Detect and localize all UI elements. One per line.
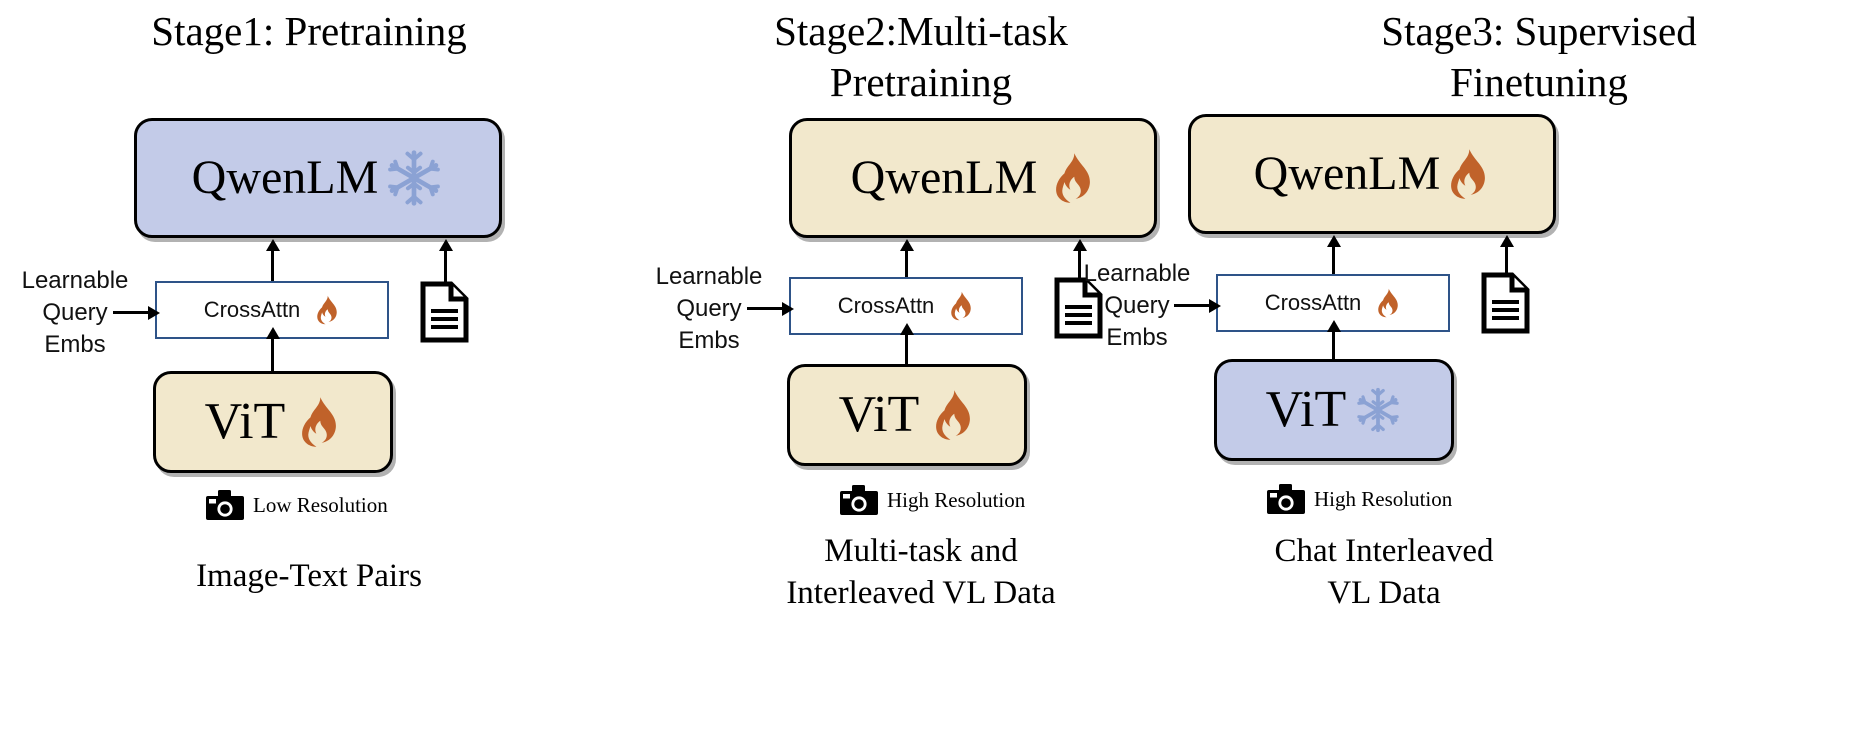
arrow-text-to-lm xyxy=(1078,250,1081,288)
snowflake-icon xyxy=(1354,386,1402,434)
flame-icon xyxy=(297,396,341,448)
arrow-query-to-crossattn xyxy=(1174,304,1210,307)
resolution-row: High Resolution xyxy=(1267,484,1452,514)
flame-icon xyxy=(314,295,340,325)
qwenlm-label: QwenLM xyxy=(850,151,1038,204)
arrow-vit-to-crossattn xyxy=(905,334,908,368)
query-line-3: Embs xyxy=(1106,324,1168,351)
vit-label: ViT xyxy=(1265,381,1347,438)
crossattn-block[interactable]: CrossAttn xyxy=(1216,274,1450,332)
stage-title-line: Stage1: Pretraining xyxy=(151,8,467,54)
vit-label: ViT xyxy=(838,386,920,443)
stage-2: Stage2:Multi-task Pretraining QwenLM Cro… xyxy=(612,0,1230,738)
stage-title: Stage3: Supervised Finetuning xyxy=(1230,6,1848,108)
arrow-query-to-crossattn xyxy=(747,307,783,310)
arrow-crossattn-to-lm xyxy=(271,250,274,294)
resolution-row: High Resolution xyxy=(840,485,1025,515)
learnable-query-embs: Learnable Query Embs xyxy=(1062,258,1212,354)
query-line-3: Embs xyxy=(44,331,106,358)
query-line-2: Query xyxy=(42,299,108,326)
vit-block[interactable]: ViT xyxy=(153,371,393,473)
data-caption-line: Chat Interleaved xyxy=(1274,533,1494,569)
arrow-vit-to-crossattn xyxy=(1332,331,1335,363)
query-line-1: Learnable xyxy=(1083,260,1191,287)
data-caption: Chat Interleaved VL Data xyxy=(1075,530,1693,614)
learnable-query-embs: Learnable Query Embs xyxy=(634,261,784,357)
query-line-1: Learnable xyxy=(655,263,763,290)
camera-icon xyxy=(206,490,244,520)
camera-icon xyxy=(840,485,878,515)
data-caption: Multi-task and Interleaved VL Data xyxy=(612,530,1230,614)
document-icon xyxy=(1054,277,1104,344)
resolution-label: Low Resolution xyxy=(253,492,388,517)
flame-icon xyxy=(1051,152,1095,204)
arrow-query-to-crossattn xyxy=(113,311,149,314)
arrow-crossattn-to-lm xyxy=(1332,246,1335,282)
resolution-label: High Resolution xyxy=(1314,486,1453,511)
data-caption-line: Interleaved VL Data xyxy=(786,575,1056,611)
qwenlm-block[interactable]: QwenLM xyxy=(1188,114,1556,234)
qwenlm-block[interactable]: QwenLM xyxy=(134,118,502,238)
flame-icon xyxy=(1375,288,1401,318)
snowflake-icon xyxy=(384,148,444,208)
stage-title: Stage1: Pretraining xyxy=(0,6,618,57)
stage-3: Stage3: Supervised Finetuning QwenLM Cro… xyxy=(1084,0,1848,738)
document-icon xyxy=(420,281,470,348)
flame-icon xyxy=(931,389,975,441)
query-line-1: Learnable xyxy=(21,267,129,294)
query-line-2: Query xyxy=(1104,292,1170,319)
flame-icon xyxy=(1446,148,1490,200)
stage-1: Stage1: Pretraining QwenLM xyxy=(0,0,618,738)
stage-title-line: Stage3: Supervised xyxy=(1381,8,1697,54)
crossattn-label: CrossAttn xyxy=(837,293,935,318)
qwenlm-block[interactable]: QwenLM xyxy=(789,118,1157,238)
learnable-query-embs: Learnable Query Embs xyxy=(0,265,150,361)
arrow-text-to-lm xyxy=(1505,246,1508,282)
query-line-2: Query xyxy=(676,295,742,322)
data-caption-line: Multi-task and xyxy=(824,533,1018,569)
qwenlm-label: QwenLM xyxy=(191,151,379,204)
stage-title-line: Stage2:Multi-task xyxy=(774,8,1068,54)
crossattn-label: CrossAttn xyxy=(1264,290,1362,315)
query-line-3: Embs xyxy=(678,327,740,354)
stage-title-line: Pretraining xyxy=(829,59,1013,105)
arrow-vit-to-crossattn xyxy=(271,338,274,376)
document-icon xyxy=(1481,272,1531,339)
resolution-label: High Resolution xyxy=(887,487,1026,512)
vit-label: ViT xyxy=(204,393,286,450)
stage-title: Stage2:Multi-task Pretraining xyxy=(612,6,1230,108)
qwenlm-label: QwenLM xyxy=(1253,147,1441,200)
vit-block[interactable]: ViT xyxy=(787,364,1027,466)
crossattn-label: CrossAttn xyxy=(203,297,301,322)
arrow-text-to-lm xyxy=(444,250,447,294)
data-caption-line: Image-Text Pairs xyxy=(196,558,422,594)
data-caption-line: VL Data xyxy=(1327,575,1441,611)
camera-icon xyxy=(1267,484,1305,514)
flame-icon xyxy=(948,291,974,321)
arrow-crossattn-to-lm xyxy=(905,250,908,288)
data-caption: Image-Text Pairs xyxy=(0,555,618,597)
stage-title-line: Finetuning xyxy=(1450,59,1628,105)
vit-block[interactable]: ViT xyxy=(1214,359,1454,461)
resolution-row: Low Resolution xyxy=(206,490,388,520)
